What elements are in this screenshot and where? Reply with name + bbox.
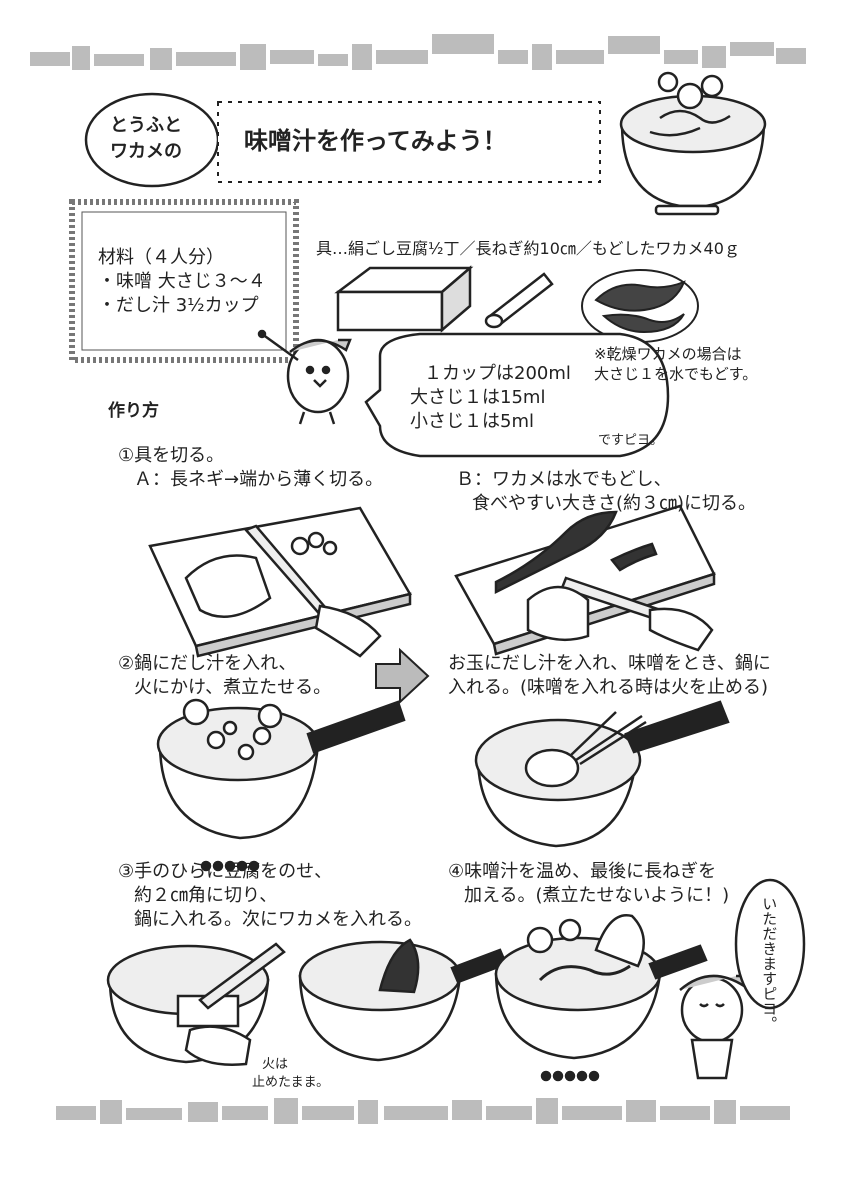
page-title: 味噌汁を作ってみよう！ <box>244 127 507 155</box>
title-badge-line1: とうふと <box>110 115 182 136</box>
step2-line1: ②鍋にだし汁を入れ、 <box>118 653 297 674</box>
materials-item-miso: ・味噌 大さじ３～４ <box>98 271 266 292</box>
step1b-line2: 食べやすい大きさ(約３㎝)に切る。 <box>472 493 757 514</box>
step3-line2: 約２㎝角に切り、 <box>134 885 278 906</box>
chick-mascot-illustration <box>257 329 352 425</box>
chick-eating-illustration <box>679 913 764 1080</box>
step2b-line2: 入れる。(味噌を入れる時は火を止める) <box>448 677 769 698</box>
tofu-block-illustration <box>334 265 474 333</box>
step1-detail: Ａ：長ネギ→端から薄く切る。 <box>134 469 384 490</box>
step2b-line1: お玉にだし汁を入れ、味噌をとき、鍋に <box>448 653 771 674</box>
step3-line3: 鍋に入れる。次にワカメを入れる。 <box>134 909 422 930</box>
cutting-board-onion-illustration <box>148 506 412 658</box>
green-onion-illustration <box>484 272 554 329</box>
pot-ladle-illustration <box>474 700 730 848</box>
measure-tablespoon: 大さじ１は15ml <box>410 387 546 408</box>
step2-line2: 火にかけ、煮立たせる。 <box>134 677 332 698</box>
soup-bowl-illustration <box>619 71 767 216</box>
next-arrow-icon <box>375 647 430 705</box>
mascot-speech: いただきますピヨ。 <box>760 896 779 1031</box>
ingredients-line: 具…絹ごし豆腐½丁／長ねぎ約10㎝／もどしたワカメ40ｇ <box>316 239 740 258</box>
boiling-pot-illustration <box>156 698 406 872</box>
wakame-illustration <box>581 269 699 343</box>
step4-line2: 加える。(煮立たせないように！) <box>464 885 730 906</box>
measure-tag: ですピヨ。 <box>598 433 664 448</box>
pot-onion-fire-illustration <box>494 913 708 1082</box>
dried-wakame-note-line1: ※乾燥ワカメの場合は <box>594 345 742 363</box>
fire-note-line2: 止めたまま。 <box>252 1075 330 1090</box>
materials-heading: 材料（４人分） <box>98 247 224 268</box>
step4-line1: ④味噌汁を温め、最後に長ねぎを <box>448 861 717 882</box>
how-to-heading: 作り方 <box>108 401 159 421</box>
mascot-speech-bubble-shape <box>734 878 806 1010</box>
measure-bubble-shape <box>364 332 670 458</box>
materials-item-dashi: ・だし汁 3½カップ <box>98 295 259 316</box>
cutting-board-wakame-illustration <box>454 504 716 656</box>
title-badge-circle <box>84 92 220 188</box>
measure-teaspoon: 小さじ１は5ml <box>410 411 534 432</box>
measure-cup: １カップは200ml <box>424 363 571 384</box>
title-badge-line2: ワカメの <box>110 141 182 162</box>
pot-wakame-illustration <box>298 938 508 1062</box>
pot-tofu-illustration <box>106 942 286 1066</box>
fire-note-line1: 火は <box>262 1057 289 1072</box>
bottom-border-strip <box>56 1098 790 1124</box>
step1-title: ①具を切る。 <box>118 445 225 466</box>
step3-line1: ③手のひらに豆腐をのせ、 <box>118 861 333 882</box>
top-border-strip <box>30 34 806 70</box>
step1b-line1: Ｂ：ワカメは水でもどし、 <box>456 469 672 490</box>
title-box <box>217 101 601 183</box>
dried-wakame-note-line2: 大さじ１を水でもどす。 <box>594 365 758 383</box>
materials-frame <box>69 199 299 363</box>
